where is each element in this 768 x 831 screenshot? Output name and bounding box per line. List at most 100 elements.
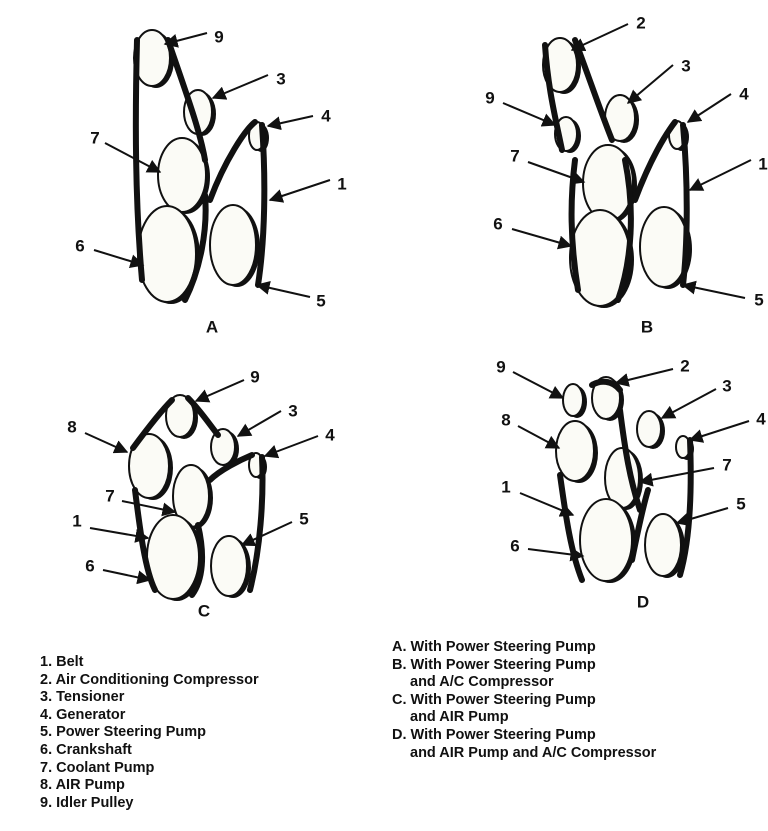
power-steering-pulley bbox=[639, 206, 689, 288]
components-legend: 1. Belt 2. Air Conditioning Compressor 3… bbox=[40, 654, 259, 812]
callout-label-coolant-pump: 7 bbox=[510, 146, 519, 165]
power-steering-pulley bbox=[210, 535, 248, 597]
coolant-pump-pulley bbox=[157, 137, 207, 213]
callout-label-tensioner: 3 bbox=[681, 56, 690, 75]
callout-arrow-generator bbox=[263, 435, 319, 459]
callout-arrow-generator bbox=[688, 420, 750, 443]
tensioner-pulley bbox=[210, 428, 236, 466]
diagram-letter: D bbox=[637, 592, 649, 611]
crankshaft-pulley bbox=[137, 205, 197, 303]
legend-item-idler-pulley: 9. Idler Pulley bbox=[40, 794, 134, 811]
callout-label-ac-compressor: 2 bbox=[680, 356, 689, 375]
callout-arrow-belt bbox=[519, 492, 575, 517]
diagram-letter: A bbox=[206, 317, 218, 336]
callout-label-generator: 4 bbox=[325, 425, 335, 444]
callout-label-air-pump: 8 bbox=[501, 410, 510, 429]
callout-arrow-tensioner bbox=[211, 74, 269, 100]
callout-arrow-crankshaft bbox=[102, 569, 152, 585]
callout-arrow-idler-pulley bbox=[502, 102, 557, 127]
callout-arrow-idler-pulley bbox=[163, 32, 208, 48]
air-pump-pulley bbox=[555, 420, 595, 482]
callout-label-power-steering-pump: 5 bbox=[754, 290, 763, 309]
diagram-c: 9 3 8 4 7 1 5 6C bbox=[67, 367, 335, 620]
drive-belt bbox=[557, 378, 694, 583]
callout-label-tensioner: 3 bbox=[288, 401, 297, 420]
callout-arrow-tensioner bbox=[626, 64, 674, 104]
callout-arrow-coolant-pump bbox=[527, 161, 586, 185]
callout-arrow-generator bbox=[686, 93, 732, 123]
callout-label-coolant-pump: 7 bbox=[722, 455, 731, 474]
callout-label-coolant-pump: 7 bbox=[90, 128, 99, 147]
callout-label-idler-pulley: 9 bbox=[214, 27, 223, 46]
callout-arrow-power-steering-pump bbox=[255, 280, 311, 298]
callout-arrow-crankshaft bbox=[93, 249, 145, 269]
callout-arrow-coolant-pump bbox=[121, 500, 177, 517]
callout-label-generator: 4 bbox=[756, 409, 766, 428]
callout-label-belt: 1 bbox=[501, 477, 510, 496]
callout-arrow-crankshaft bbox=[527, 547, 585, 562]
callout-arrow-ac-compressor bbox=[614, 368, 674, 387]
diagram-letter: C bbox=[198, 601, 210, 620]
callout-arrow-air-pump bbox=[517, 425, 561, 449]
callout-arrow-coolant-pump bbox=[104, 142, 162, 173]
legend-item-belt: 1. Belt bbox=[40, 654, 84, 670]
config-d-line: D. With Power Steering Pump bbox=[392, 726, 596, 743]
callout-arrow-tensioner bbox=[660, 388, 717, 419]
callout-label-crankshaft: 6 bbox=[85, 556, 94, 575]
callout-arrow-coolant-pump bbox=[638, 467, 715, 487]
callout-label-belt: 1 bbox=[337, 174, 346, 193]
legend-item-tensioner: 3. Tensioner bbox=[40, 689, 125, 706]
config-c-line: C. With Power Steering Pump bbox=[392, 691, 596, 708]
callout-arrow-power-steering-pump bbox=[681, 280, 746, 299]
power-steering-pulley bbox=[209, 204, 257, 286]
callout-label-power-steering-pump: 5 bbox=[299, 509, 308, 528]
callout-label-generator: 4 bbox=[321, 106, 331, 125]
tensioner-pulley bbox=[636, 410, 662, 448]
idler-pulley bbox=[562, 383, 584, 417]
callout-arrow-idler-pulley bbox=[512, 371, 565, 399]
drive-belt bbox=[130, 395, 266, 598]
legend-item-coolant-pump: 7. Coolant Pump bbox=[40, 759, 155, 776]
callout-arrow-power-steering-pump bbox=[240, 521, 293, 547]
config-b-continuation: and A/C Compressor bbox=[410, 674, 554, 691]
idler-pulley bbox=[165, 394, 195, 438]
coolant-pump-pulley bbox=[582, 144, 634, 222]
callout-label-crankshaft: 6 bbox=[493, 214, 502, 233]
power-steering-pulley bbox=[644, 513, 682, 577]
ac-compressor-pulley bbox=[542, 37, 578, 93]
callout-arrow-belt bbox=[89, 527, 150, 543]
config-c-continuation: and AIR Pump bbox=[410, 709, 509, 726]
callout-label-air-pump: 8 bbox=[67, 417, 76, 436]
legend-item-crankshaft: 6. Crankshaft bbox=[40, 741, 132, 758]
crankshaft-pulley bbox=[579, 498, 633, 582]
callout-arrow-generator bbox=[266, 115, 314, 131]
callout-arrow-power-steering-pump bbox=[675, 507, 729, 527]
legend-item-generator: 4. Generator bbox=[40, 706, 126, 723]
callout-label-generator: 4 bbox=[739, 84, 749, 103]
callout-arrow-belt bbox=[268, 179, 331, 203]
legend-item-air-pump: 8. AIR Pump bbox=[40, 777, 125, 794]
drive-belt bbox=[542, 37, 690, 303]
config-d-continuation: and AIR Pump and A/C Compressor bbox=[410, 744, 657, 761]
callout-label-coolant-pump: 7 bbox=[105, 486, 114, 505]
callout-label-belt: 1 bbox=[72, 511, 81, 530]
callout-label-crankshaft: 6 bbox=[75, 236, 84, 255]
callout-arrow-idler-pulley bbox=[194, 379, 245, 403]
config-b-line: B. With Power Steering Pump bbox=[392, 656, 596, 673]
diagram-letter: B bbox=[641, 317, 653, 336]
legend-item-ac-compressor: 2. Air Conditioning Compressor bbox=[40, 671, 259, 688]
callout-label-belt: 1 bbox=[758, 154, 767, 173]
callout-arrow-ac-compressor bbox=[570, 23, 629, 52]
callout-label-power-steering-pump: 5 bbox=[736, 494, 745, 513]
config-a-line: A. With Power Steering Pump bbox=[392, 639, 596, 655]
callout-arrow-tensioner bbox=[236, 410, 282, 437]
callout-label-ac-compressor: 2 bbox=[636, 13, 645, 32]
callout-label-idler-pulley: 9 bbox=[250, 367, 259, 386]
legend-item-power-steering-pump: 5. Power Steering Pump bbox=[40, 724, 206, 741]
air-pump-pulley bbox=[128, 433, 170, 499]
callout-label-tensioner: 3 bbox=[276, 69, 285, 88]
